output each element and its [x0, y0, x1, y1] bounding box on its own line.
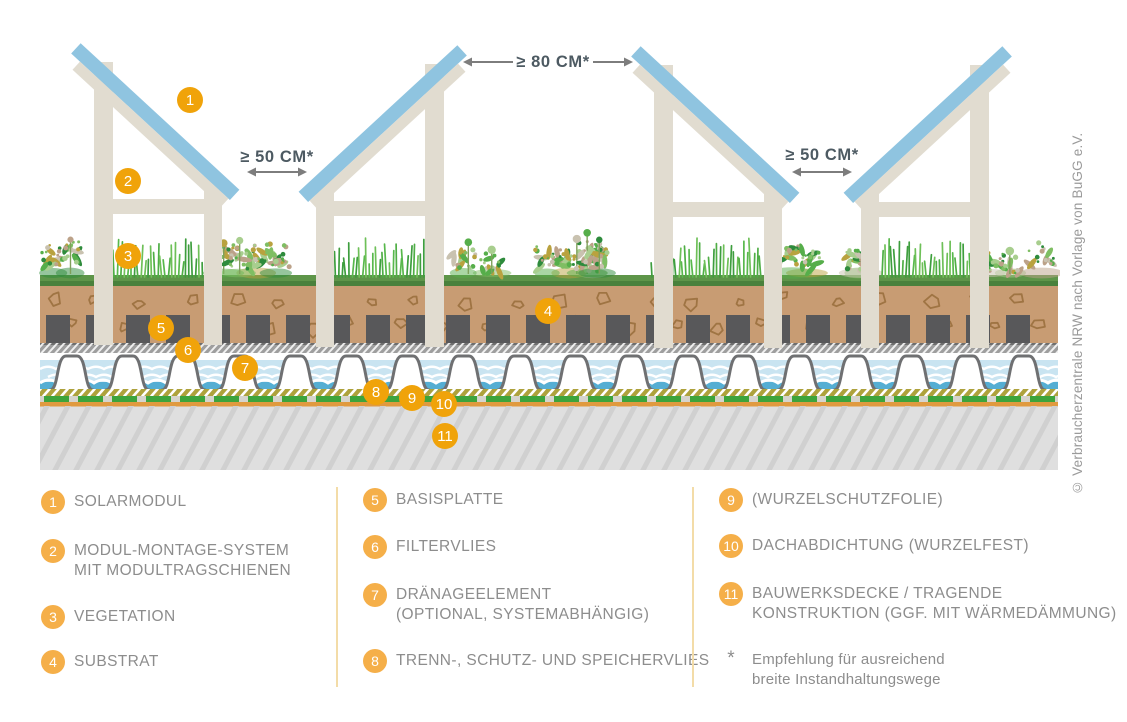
footnote-text: Empfehlung für ausreichend breite Instan…	[752, 651, 945, 688]
diagram-badge-5: 5	[148, 315, 174, 341]
legend-item-montagesystem: 2 MODUL-MONTAGE-SYSTEM MIT MODULTRAGSCHI…	[41, 539, 291, 581]
diagram-badge-2: 2	[115, 168, 141, 194]
diagram-badge-9: 9	[399, 385, 425, 411]
roof-cross-section-diagram: ≥ 80 CM* ≥ 50 CM* ≥ 50 CM*	[39, 43, 1060, 470]
legend-label-7: DRÄNAGEELEMENT (OPTIONAL, SYSTEMABHÄNGIG…	[396, 586, 650, 623]
diagram-badge-6: 6	[175, 337, 201, 363]
legend-divider-2	[692, 487, 694, 687]
legend-number-3: 3	[41, 605, 65, 629]
legend-item-vegetation: 3 VEGETATION	[41, 605, 176, 629]
legend-item-substrat: 4 SUBSTRAT	[41, 650, 159, 674]
water-dark-band	[40, 382, 1058, 390]
legend-number-4: 4	[41, 650, 65, 674]
legend-label-10: DACHABDICHTUNG (WURZELFEST)	[752, 537, 1029, 554]
diagram-badge-7: 7	[232, 355, 258, 381]
legend-number-10: 10	[719, 534, 743, 558]
legend-number-8: 8	[363, 649, 387, 673]
legend-item-basisplatte: 5 BASISPLATTE	[363, 488, 503, 512]
root-foil-base	[40, 396, 1058, 402]
dimension-label-50cm-left: ≥ 50 CM*	[240, 148, 313, 166]
legend-label-3: VEGETATION	[74, 608, 176, 625]
legend-number-5: 5	[363, 488, 387, 512]
legend-divider-1	[336, 487, 338, 687]
drainage-air-gap	[40, 353, 1058, 360]
drainage-elements	[48, 354, 1047, 391]
legend-number-2: 2	[41, 539, 65, 563]
legend-item-wurzelschutzfolie: 9 (WURZELSCHUTZFOLIE)	[719, 488, 943, 512]
legend-item-dachabdichtung: 10 DACHABDICHTUNG (WURZELFEST)	[719, 534, 1029, 558]
legend-label-1: SOLARMODUL	[74, 493, 187, 510]
diagram-badge-3: 3	[115, 243, 141, 269]
diagram-badge-10: 10	[431, 391, 457, 417]
legend-item-filtervlies: 6 FILTERVLIES	[363, 535, 496, 559]
diagram-badge-11: 11	[432, 423, 458, 449]
legend-number-9: 9	[719, 488, 743, 512]
filter-fleece-edge	[40, 343, 1058, 345]
legend-label-6: FILTERVLIES	[396, 538, 497, 555]
legend-number-6: 6	[363, 535, 387, 559]
vegetation-strip-light	[40, 275, 1058, 282]
concrete-hatch	[40, 406, 1058, 470]
legend-label-11: BAUWERKSDECKE / TRAGENDE KONSTRUKTION (G…	[752, 585, 1117, 622]
roof-sealing-layer	[40, 402, 1058, 407]
footnote-asterisk: *	[727, 648, 735, 669]
vegetation-strip-dark	[40, 281, 1058, 288]
dimension-arrows	[247, 57, 852, 177]
legend-item-speichervlies: 8 TRENN-, SCHUTZ- UND SPEICHERVLIES	[363, 649, 709, 673]
diagram-badge-8: 8	[363, 379, 389, 405]
diagram-badge-1: 1	[177, 87, 203, 113]
dimension-label-80cm: ≥ 80 CM*	[516, 53, 589, 71]
copyright-credit: © Verbraucherzentrale NRW nach Vorlage v…	[1070, 132, 1085, 495]
legend-label-9: (WURZELSCHUTZFOLIE)	[752, 491, 944, 508]
dimension-label-50cm-right: ≥ 50 CM*	[785, 146, 858, 164]
legend-number-7: 7	[363, 583, 387, 607]
legend-label-4: SUBSTRAT	[74, 653, 159, 670]
diagram-badge-4: 4	[535, 298, 561, 324]
legend-item-draenageelement: 7 DRÄNAGEELEMENT (OPTIONAL, SYSTEMABHÄNG…	[363, 583, 649, 625]
legend-item-bauwerksdecke: 11 BAUWERKSDECKE / TRAGENDE KONSTRUKTION…	[719, 582, 1117, 624]
legend-number-1: 1	[41, 490, 65, 514]
legend-label-5: BASISPLATTE	[396, 491, 504, 508]
legend-label-8: TRENN-, SCHUTZ- UND SPEICHERVLIES	[396, 652, 710, 669]
legend-footnote: * Empfehlung für ausreichend breite Inst…	[719, 648, 945, 690]
root-foil-segments	[44, 396, 1055, 402]
vegetation-layer	[39, 228, 1060, 280]
legend-number-11: 11	[719, 582, 743, 606]
legend-label-2: MODUL-MONTAGE-SYSTEM MIT MODULTRAGSCHIEN…	[74, 542, 292, 579]
legend-item-solarmodul: 1 SOLARMODUL	[41, 490, 187, 514]
